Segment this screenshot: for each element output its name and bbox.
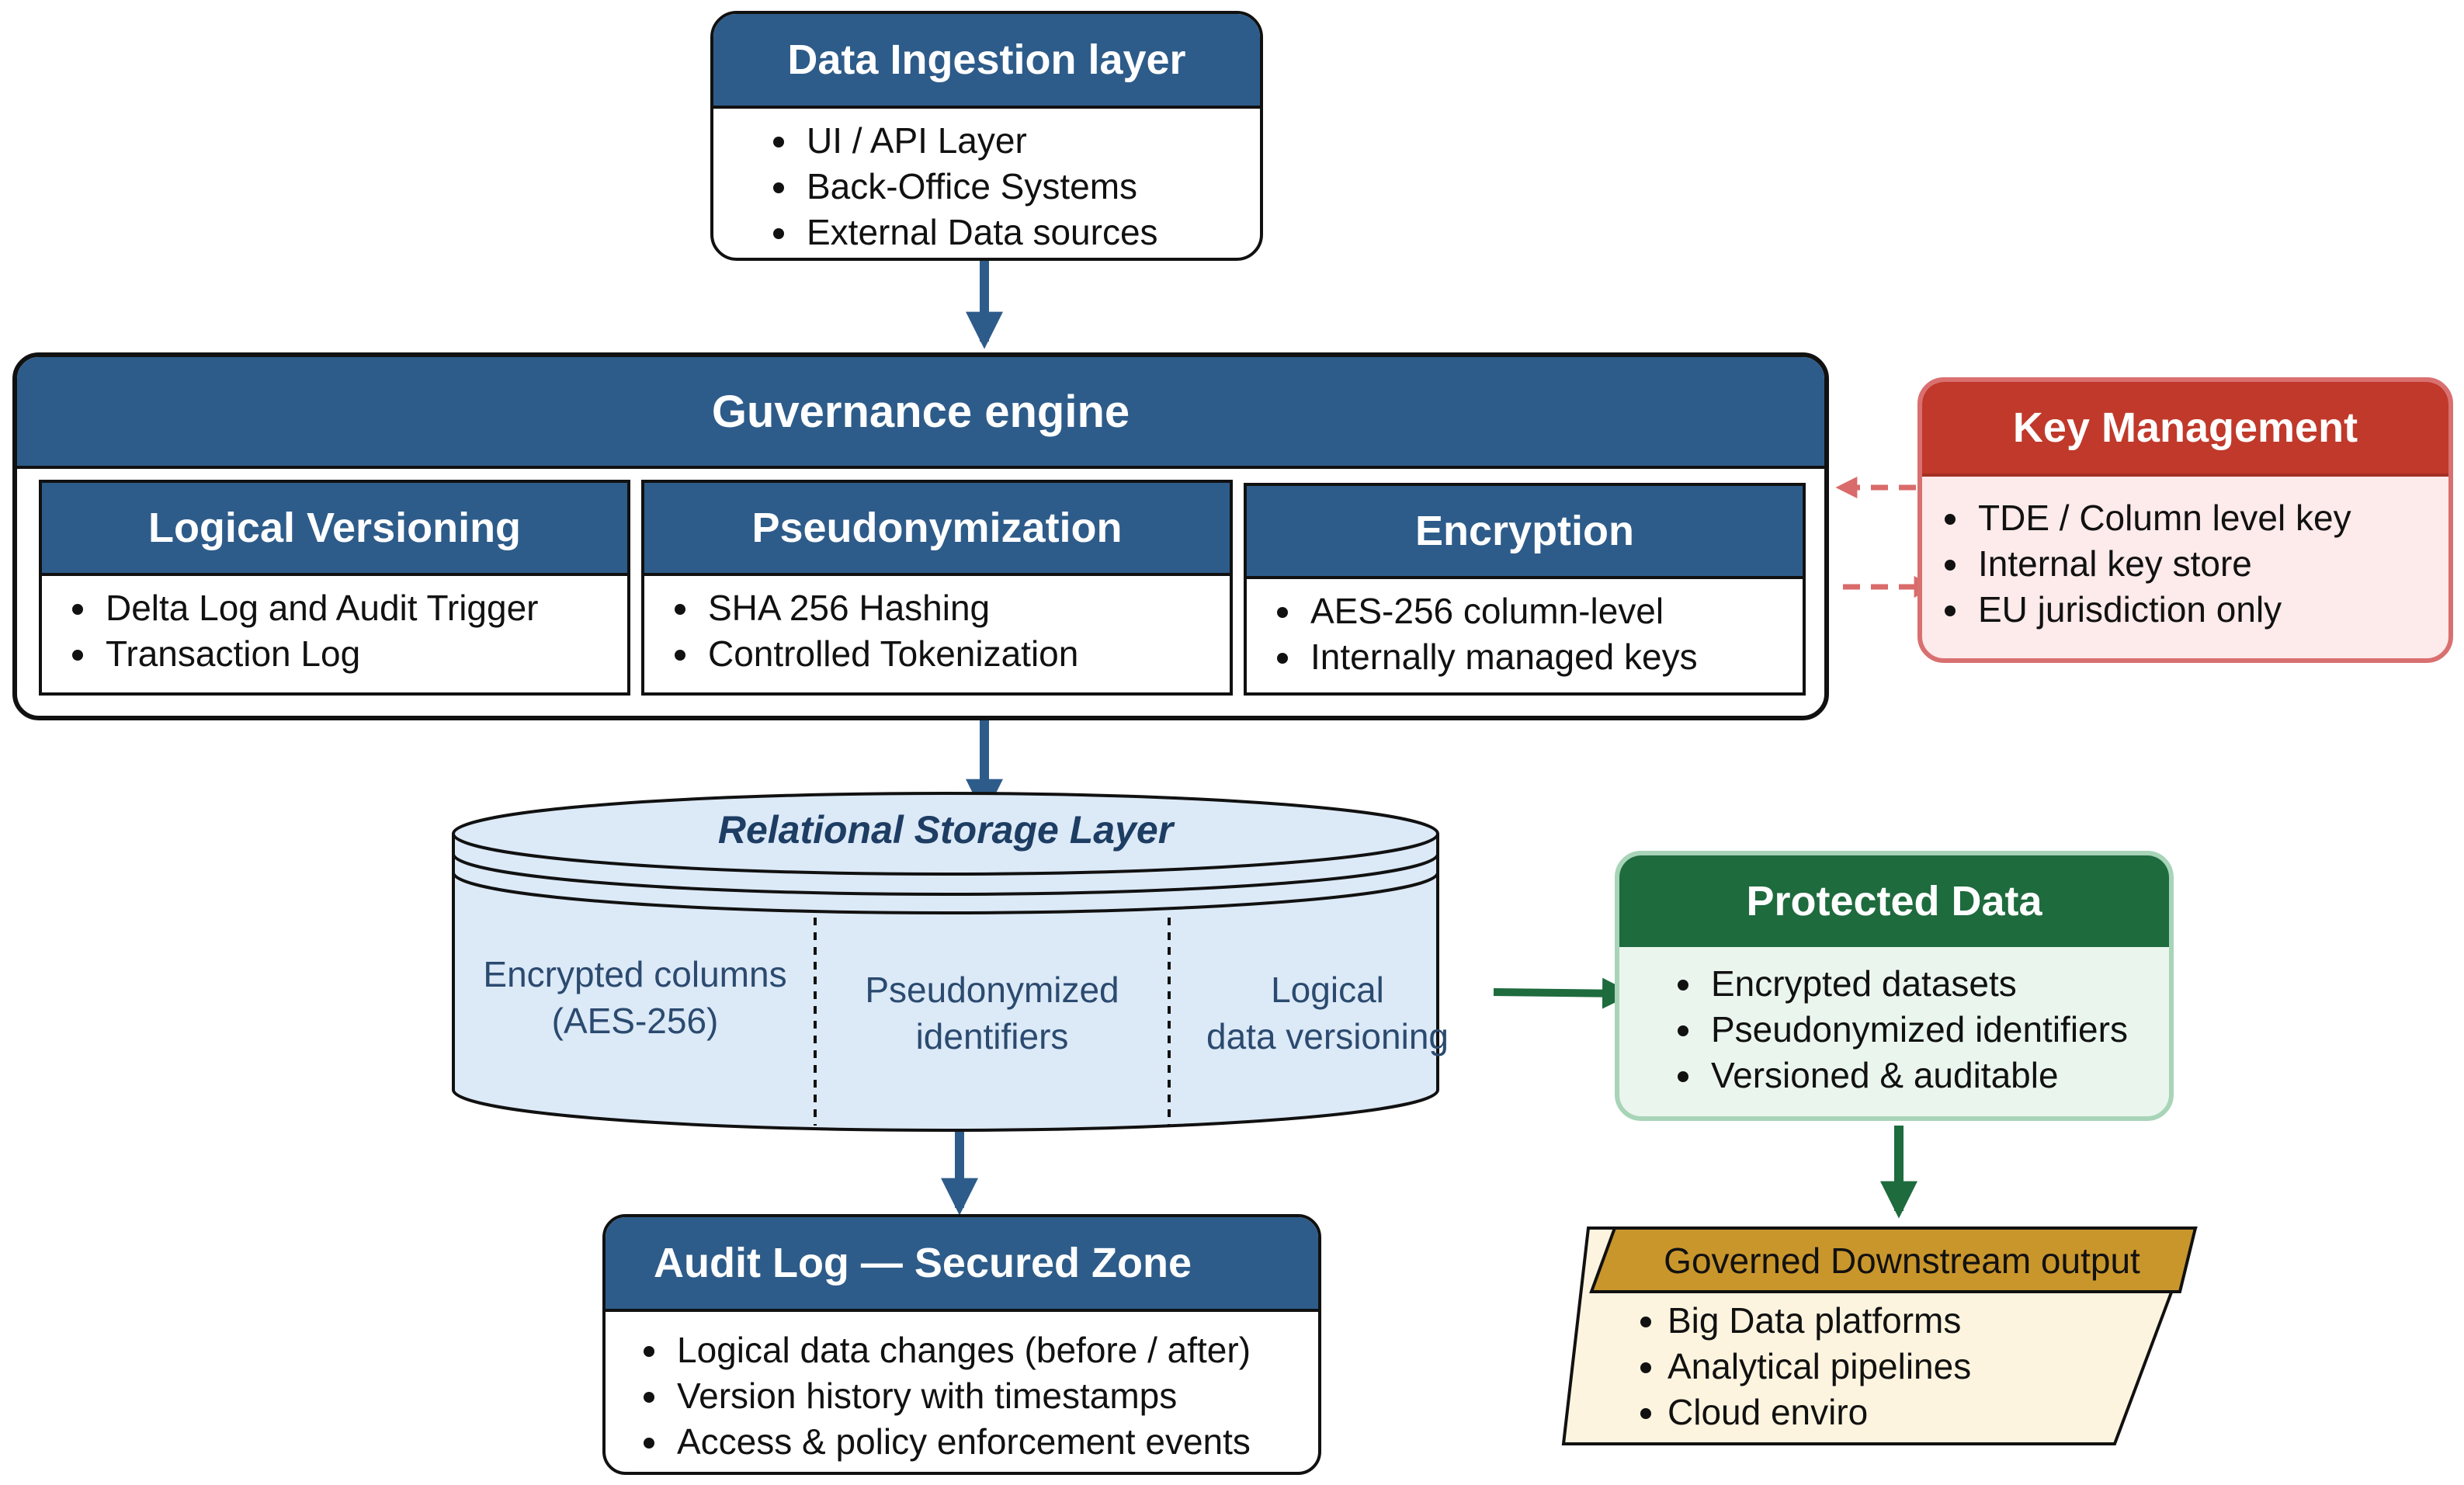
list-item: AES-256 column-level: [1304, 588, 1803, 634]
key-management-title: Key Management: [1922, 382, 2448, 477]
ingestion-list: UI / API Layer Back-Office Systems Exter…: [713, 109, 1260, 255]
list-item: TDE / Column level key: [1972, 495, 2448, 541]
downstream-title: Governed Downstream output: [1664, 1240, 2140, 1281]
audit-log-box: Audit Log — Secured Zone Logical data ch…: [602, 1214, 1321, 1475]
downstream-header: [1589, 1227, 2198, 1293]
key-management-list: TDE / Column level key Internal key stor…: [1922, 477, 2448, 633]
logical-versioning-list: Delta Log and Audit Trigger Transaction …: [42, 576, 627, 677]
list-item: UI / API Layer: [800, 118, 1260, 164]
list-item: External Data sources: [800, 210, 1260, 255]
list-item: Transaction Log: [99, 631, 627, 677]
list-item: SHA 256 Hashing: [702, 585, 1230, 631]
list-item: Delta Log and Audit Trigger: [99, 585, 627, 631]
pseudonymization-module: Pseudonymization SHA 256 Hashing Control…: [641, 480, 1233, 696]
pseudonymization-title: Pseudonymization: [644, 483, 1230, 576]
storage-column-pseudonymized: Pseudonymized identifiers: [817, 947, 1168, 1079]
storage-column-label: data versioning: [1206, 1016, 1449, 1057]
list-item: EU jurisdiction only: [1972, 587, 2448, 633]
arrow-storage-to-protected: [1493, 977, 1633, 1009]
storage-cylinder: [452, 792, 1439, 1132]
list-item: Controlled Tokenization: [702, 631, 1230, 677]
storage-column-label: Encrypted columns: [483, 954, 787, 994]
ingestion-title: Data Ingestion layer: [713, 14, 1260, 109]
list-item: Access & policy enforcement events: [671, 1419, 1318, 1465]
list-item: Internal key store: [1972, 541, 2448, 587]
governance-title: Guvernance engine: [17, 357, 1824, 469]
list-item: Big Data platforms: [1668, 1298, 2102, 1344]
protected-data-list: Encrypted datasets Pseudonymized identif…: [1619, 947, 2169, 1098]
protected-data-title: Protected Data: [1619, 855, 2169, 947]
logical-versioning-title: Logical Versioning: [42, 483, 627, 576]
storage-column-label: (AES-256): [551, 1001, 719, 1041]
list-item: Analytical pipelines: [1668, 1344, 2102, 1390]
storage-column-encrypted: Encrypted columns (AES-256): [456, 932, 814, 1063]
key-management-box: Key Management TDE / Column level key In…: [1917, 377, 2453, 663]
storage-column-versioning: Logical data versioning: [1171, 947, 1484, 1079]
protected-data-box: Protected Data Encrypted datasets Pseudo…: [1615, 851, 2174, 1121]
list-item: Logical data changes (before / after): [671, 1327, 1318, 1373]
storage-column-label: identifiers: [915, 1016, 1069, 1057]
encryption-module: Encryption AES-256 column-level Internal…: [1244, 483, 1806, 696]
list-item: Back-Office Systems: [800, 164, 1260, 210]
audit-log-title: Audit Log — Secured Zone: [606, 1217, 1318, 1312]
logical-versioning-module: Logical Versioning Delta Log and Audit T…: [39, 480, 630, 696]
encryption-title: Encryption: [1247, 486, 1803, 579]
storage-column-label: Logical: [1271, 970, 1384, 1010]
list-item: Encrypted datasets: [1705, 961, 2169, 1007]
list-item: Pseudonymized identifiers: [1705, 1007, 2169, 1053]
pseudonymization-list: SHA 256 Hashing Controlled Tokenization: [644, 576, 1230, 677]
downstream-list: Big Data platforms Analytical pipelines …: [1668, 1298, 2102, 1435]
list-item: Internally managed keys: [1304, 634, 1803, 680]
encryption-list: AES-256 column-level Internally managed …: [1247, 579, 1803, 680]
ingestion-box: Data Ingestion layer UI / API Layer Back…: [710, 11, 1263, 261]
list-item: Cloud enviro: [1668, 1390, 2102, 1435]
storage-title: Relational Storage Layer: [717, 808, 1174, 852]
storage-column-label: Pseudonymized: [865, 970, 1119, 1010]
list-item: Versioned & auditable: [1705, 1053, 2169, 1098]
audit-log-list: Logical data changes (before / after) Ve…: [606, 1312, 1318, 1465]
list-item: Version history with timestamps: [671, 1373, 1318, 1419]
